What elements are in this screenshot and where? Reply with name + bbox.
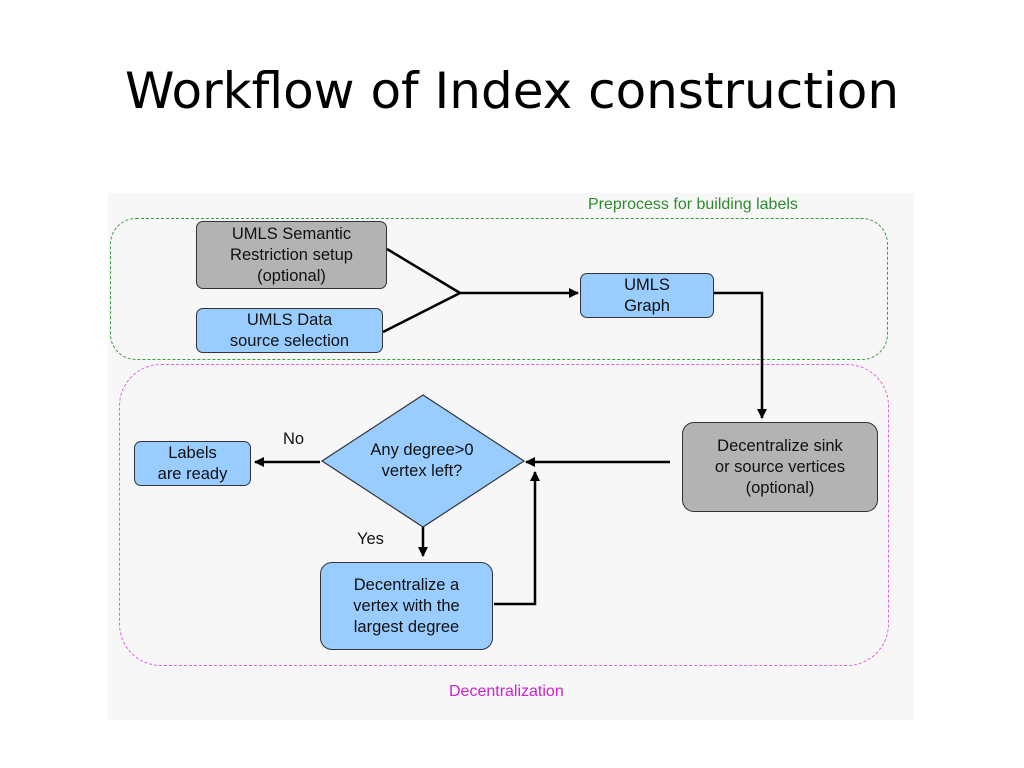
decision-label: Any degree>0 vertex left?	[370, 441, 474, 480]
node-restriction-setup: UMLS Semantic Restriction setup (optiona…	[196, 221, 387, 289]
edge-datasource-to-junction	[382, 291, 461, 334]
node-decentralize-sink: Decentralize sink or source vertices (op…	[682, 422, 878, 512]
node-data-source-selection: UMLS Data source selection	[196, 308, 383, 353]
node-umls-graph: UMLS Graph	[580, 273, 714, 318]
slide-title: Workflow of Index construction	[124, 62, 900, 120]
decentralization-region-label: Decentralization	[449, 683, 564, 700]
edge-graph-to-decentralize-sink	[714, 291, 767, 419]
preprocess-region-label: Preprocess for building labels	[588, 196, 798, 213]
edge-label-yes: Yes	[357, 530, 384, 548]
node-labels-ready: Labels are ready	[134, 441, 251, 486]
node-decentralize-vertex: Decentralize a vertex with the largest d…	[320, 562, 493, 650]
decentralization-region	[119, 364, 889, 666]
edge-label-no: No	[283, 430, 305, 448]
preprocess-region	[110, 218, 888, 360]
decision-diamond	[320, 394, 526, 528]
edge-vertex-loop-back	[494, 471, 540, 606]
edge-restriction-to-junction	[386, 247, 461, 295]
